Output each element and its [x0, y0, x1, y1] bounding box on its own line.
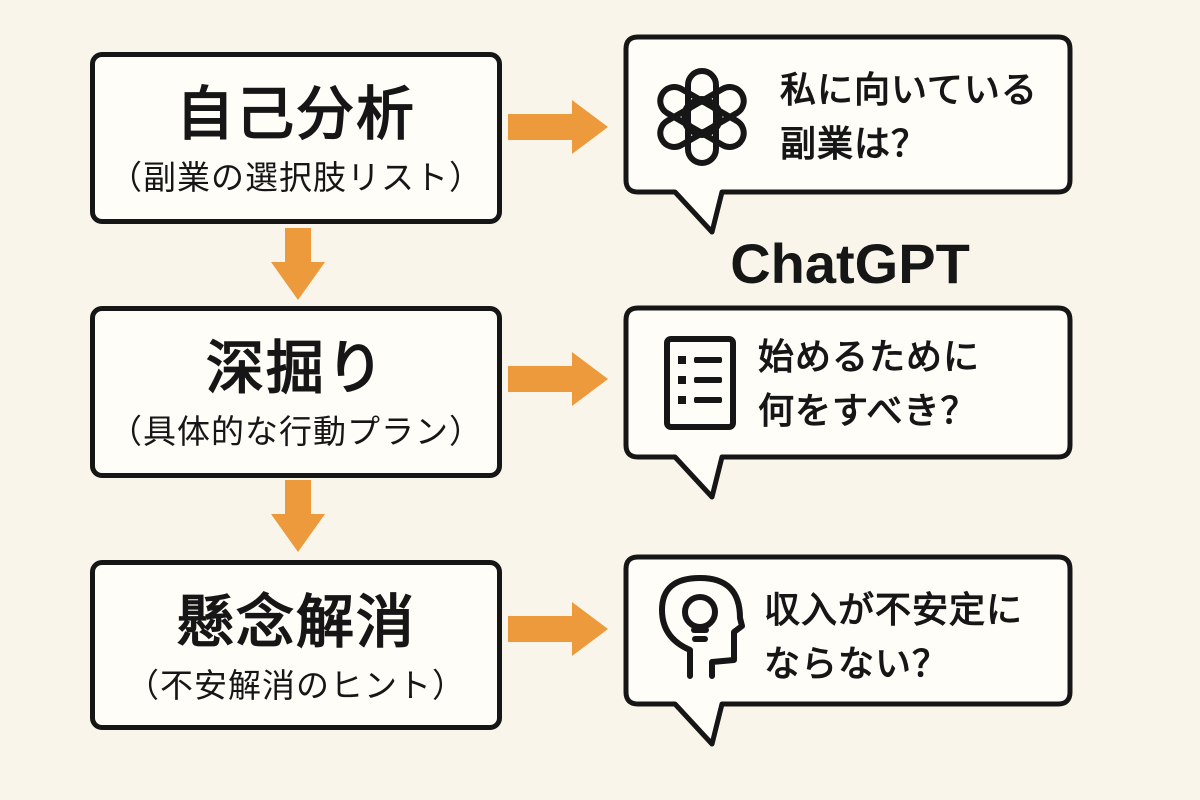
arrow-right-3 [508, 602, 608, 656]
step-box-concern-resolution: 懸念解消 （不安解消のヒント） [90, 560, 502, 730]
arrow-right-2 [508, 352, 608, 406]
arrow-down-2 [271, 480, 325, 552]
bubble-line: 始めるために [758, 337, 981, 378]
openai-logo-icon [657, 68, 747, 166]
head-lightbulb-icon [659, 575, 745, 679]
bubble-text-3: 収入が不安定に ならない？ [764, 584, 1023, 692]
bubble-line: ならない？ [764, 644, 950, 685]
bubble-line: 収入が不安定に [764, 590, 1024, 631]
speech-bubble-2 [623, 305, 1073, 500]
step-box-self-analysis: 自己分析 （副業の選択肢リスト） [90, 52, 502, 224]
step-title: 深掘り [205, 334, 386, 402]
bubble-line: 私に向いている [780, 70, 1038, 111]
step-box-deep-dive: 深掘り （具体的な行動プラン） [90, 306, 502, 478]
bubble-text-1: 私に向いている 副業は？ [780, 64, 1038, 172]
step-subtitle: （副業の選択肢リスト） [109, 158, 483, 197]
arrow-right-1 [508, 100, 608, 154]
step-subtitle: （不安解消のヒント） [126, 666, 466, 705]
chatgpt-label: ChatGPT [730, 232, 970, 295]
step-subtitle: （具体的な行動プラン） [109, 412, 483, 451]
step-title: 自己分析 [175, 80, 416, 148]
bubble-line: 副業は？ [780, 124, 929, 165]
bubble-line: 何をすべき？ [758, 391, 978, 432]
arrow-down-1 [271, 228, 325, 300]
bubble-text-2: 始めるために 何をすべき？ [758, 331, 980, 439]
step-title: 懸念解消 [175, 588, 416, 656]
checklist-icon [664, 336, 736, 430]
